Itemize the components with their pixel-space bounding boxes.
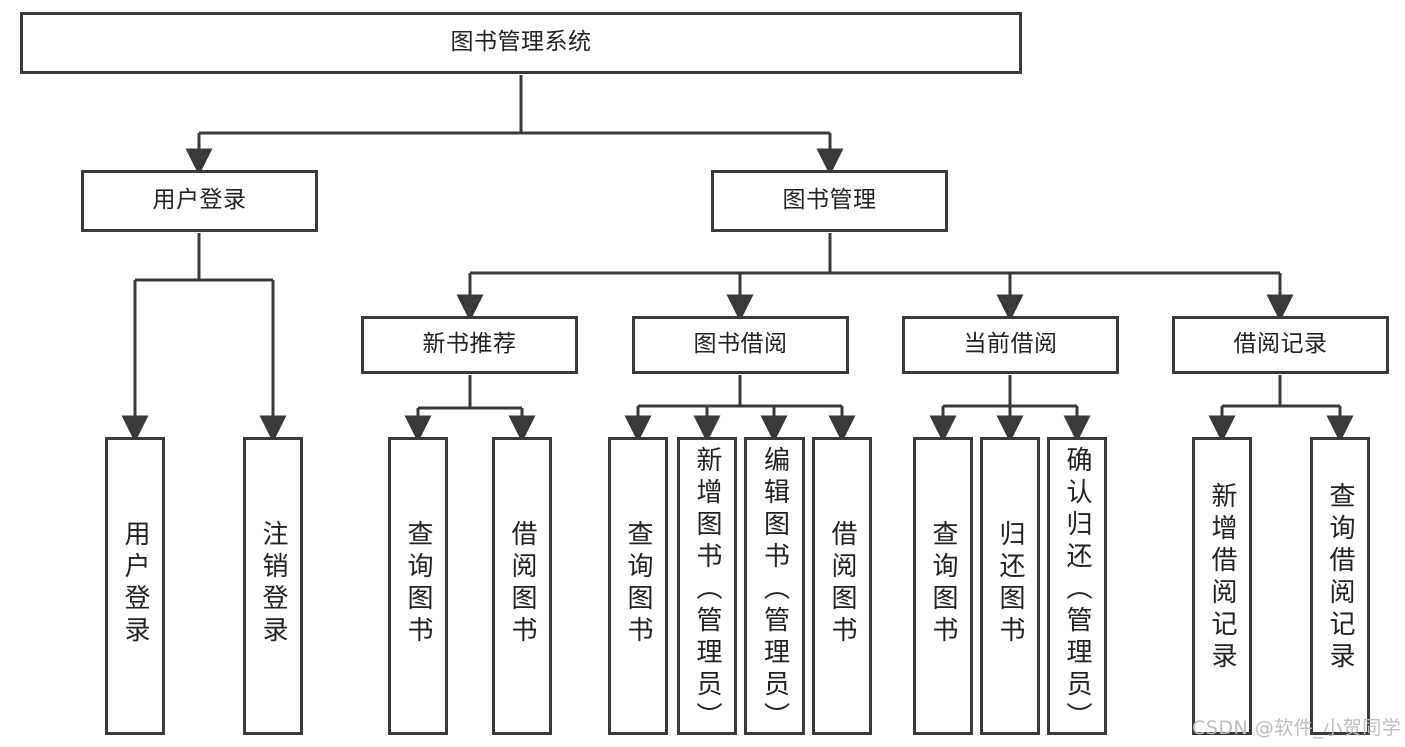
node-book-manage[interactable]: 图书管理 [711,170,948,232]
node-label: 查询图书 [928,520,958,648]
leaf-borrow-book-borrow[interactable]: 借阅图书 [812,437,872,735]
node-label: 借阅图书 [507,520,537,648]
leaf-add-borrow-record[interactable]: 新增借阅记录 [1192,437,1252,735]
leaf-query-borrow-record[interactable]: 查询借阅记录 [1310,437,1370,735]
node-label: 借阅图书 [827,520,857,648]
node-label: 用户登录 [152,187,247,214]
leaf-logout[interactable]: 注销登录 [243,437,303,735]
watermark-text: CSDN @软件_小贺同学 [1192,717,1402,739]
node-book-borrow[interactable]: 图书借阅 [632,316,849,374]
node-label: 新增图书（管理员） [692,446,722,734]
node-label: 用户登录 [120,520,150,648]
leaf-add-book[interactable]: 新增图书（管理员） [677,437,737,735]
node-current-borrow[interactable]: 当前借阅 [902,316,1119,374]
node-label: 借阅记录 [1233,331,1328,358]
leaf-query-book-borrow[interactable]: 查询图书 [608,437,668,735]
node-user-login[interactable]: 用户登录 [81,170,318,232]
leaf-confirm-return[interactable]: 确认归还（管理员） [1047,437,1107,735]
leaf-query-book-current[interactable]: 查询图书 [913,437,973,735]
leaf-query-book-recommend[interactable]: 查询图书 [388,437,448,735]
node-label: 新书推荐 [422,331,517,358]
node-label: 注销登录 [258,520,288,648]
node-label: 查询图书 [403,520,433,648]
node-label: 当前借阅 [963,331,1058,358]
node-label: 图书管理 [782,187,877,214]
node-label: 图书借阅 [693,331,788,358]
node-root-system[interactable]: 图书管理系统 [20,12,1022,74]
node-label: 归还图书 [995,520,1025,648]
node-new-book-recommend[interactable]: 新书推荐 [361,316,578,374]
node-label: 新增借阅记录 [1207,482,1237,674]
node-label: 图书管理系统 [450,29,592,56]
node-borrow-record[interactable]: 借阅记录 [1172,316,1389,374]
leaf-edit-book[interactable]: 编辑图书（管理员） [744,437,805,735]
node-label: 编辑图书（管理员） [759,446,790,734]
node-label: 确认归还（管理员） [1062,446,1092,734]
leaf-borrow-book-recommend[interactable]: 借阅图书 [492,437,552,735]
leaf-return-book[interactable]: 归还图书 [980,437,1040,735]
node-label: 查询图书 [623,520,653,648]
leaf-user-login[interactable]: 用户登录 [105,437,165,735]
node-label: 查询借阅记录 [1325,482,1355,674]
